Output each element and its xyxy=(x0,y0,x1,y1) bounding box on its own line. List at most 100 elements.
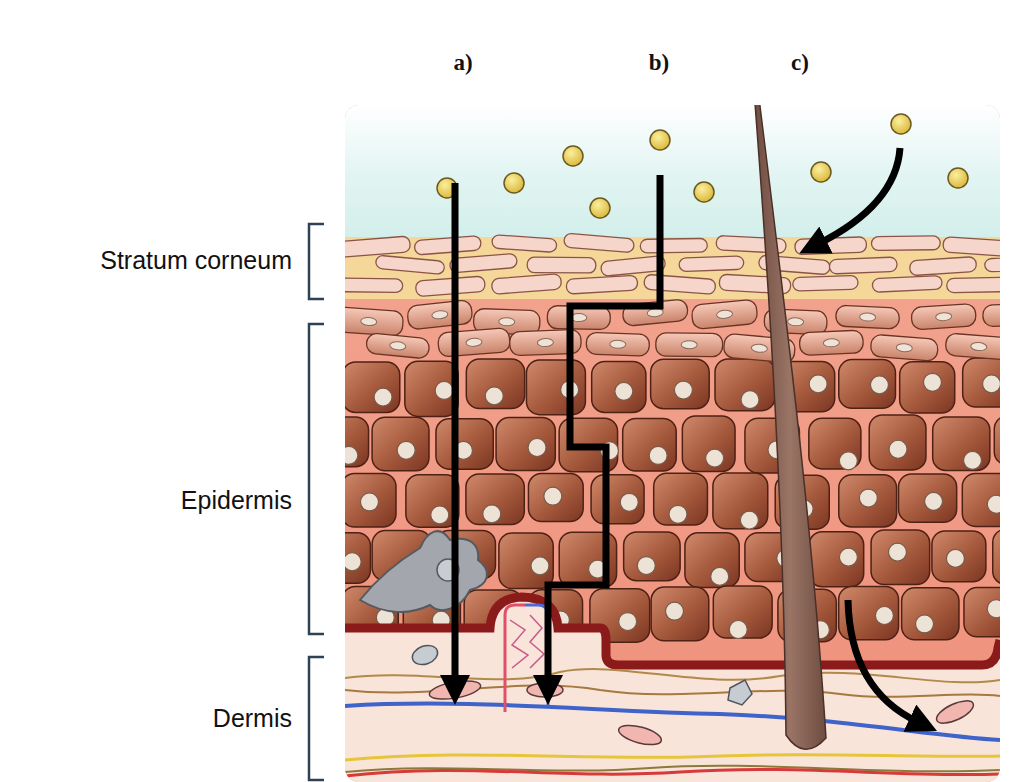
granular-cell xyxy=(911,303,977,330)
particle xyxy=(694,182,714,202)
keratinocyte xyxy=(436,419,493,469)
layer-brackets xyxy=(309,224,324,780)
cell-body xyxy=(963,358,1000,407)
keratinocyte xyxy=(654,473,708,525)
corneocyte xyxy=(415,276,485,297)
cell-nucleus xyxy=(741,391,759,409)
keratinocyte xyxy=(623,418,677,471)
keratinocyte xyxy=(528,474,583,522)
keratinocyte xyxy=(345,417,369,467)
cell-body xyxy=(933,417,990,470)
particle xyxy=(563,146,583,166)
layer-label: Stratum corneum xyxy=(2,246,292,275)
corneocyte xyxy=(644,274,716,294)
cell-body xyxy=(685,533,739,588)
cell-body xyxy=(372,417,429,471)
corneocyte xyxy=(679,256,744,272)
cell-body xyxy=(994,416,1000,465)
layer-bracket xyxy=(309,657,324,780)
cell-nucleus xyxy=(889,440,907,458)
cell-nucleus xyxy=(711,567,729,585)
cell-body xyxy=(835,305,899,329)
layer-label: Epidermis xyxy=(2,486,292,515)
cell-nucleus xyxy=(839,548,857,566)
keratinocyte xyxy=(526,360,585,415)
keratinocyte xyxy=(624,532,680,581)
cell-nucleus xyxy=(485,387,503,405)
cell-nucleus xyxy=(946,549,964,567)
keratinocyte xyxy=(682,416,735,471)
cell-body xyxy=(839,360,896,409)
corneocyte xyxy=(345,236,411,257)
keratinocyte-cells xyxy=(345,358,1000,642)
keratinocyte xyxy=(932,531,986,582)
keratinocyte xyxy=(345,474,396,527)
granular-cell xyxy=(799,330,863,356)
corneocyte xyxy=(793,275,859,291)
keratinocyte xyxy=(685,533,739,588)
cell-nucleus xyxy=(970,342,987,351)
layer-label: Dermis xyxy=(2,704,292,733)
cell-nucleus xyxy=(619,613,637,631)
langerhans-cell xyxy=(360,531,487,612)
cell-nucleus xyxy=(888,543,906,561)
corneocyte xyxy=(345,278,403,292)
keratinocyte xyxy=(345,533,370,584)
penetration-arrows xyxy=(455,148,918,722)
keratinocyte xyxy=(406,475,459,527)
particle xyxy=(948,168,968,188)
corneocyte xyxy=(829,257,897,274)
corneocyte xyxy=(375,255,445,274)
cell-body xyxy=(809,532,864,587)
cell-body xyxy=(691,299,758,329)
cell-nucleus xyxy=(716,310,733,320)
cell-nucleus xyxy=(610,340,626,349)
immune-cell xyxy=(410,642,441,668)
cell-nucleus xyxy=(674,381,692,399)
granular-cell xyxy=(691,299,758,329)
cell-body xyxy=(623,418,677,471)
cell-nucleus xyxy=(537,338,553,347)
cell-body xyxy=(964,588,1000,637)
cell-body xyxy=(870,334,938,361)
keratinocyte xyxy=(964,588,1000,637)
cell-nucleus xyxy=(397,441,415,459)
cell-nucleus xyxy=(360,493,378,511)
cell-nucleus xyxy=(729,621,747,639)
cell-nucleus xyxy=(345,553,361,571)
cell-body xyxy=(869,415,926,470)
cell-nucleus xyxy=(787,317,803,326)
cell-nucleus xyxy=(345,446,358,464)
cell-body xyxy=(682,416,735,471)
fibroblast xyxy=(617,722,664,749)
keratinocyte xyxy=(499,533,553,589)
cell-body xyxy=(528,474,583,522)
cell-body xyxy=(911,303,977,330)
cell-body xyxy=(651,587,709,641)
epidermis-background xyxy=(345,105,1000,782)
cell-nucleus xyxy=(435,381,453,399)
cell-nucleus xyxy=(751,344,768,353)
cell-nucleus xyxy=(466,338,483,347)
cell-body xyxy=(902,588,959,640)
cell-nucleus xyxy=(987,495,1000,513)
cell-nucleus xyxy=(706,449,724,467)
keratinocyte xyxy=(839,360,896,409)
path-label: a) xyxy=(438,50,488,76)
keratinocyte xyxy=(933,417,990,470)
skin-section xyxy=(345,105,1000,782)
collagen-fiber xyxy=(345,669,1000,682)
cell-nucleus xyxy=(528,438,546,456)
keratinocyte xyxy=(591,475,644,524)
capillary-arterial xyxy=(505,605,525,712)
cell-body xyxy=(436,419,493,469)
arterial-vessel xyxy=(345,769,1000,776)
corneocyte xyxy=(492,235,557,253)
corneocyte-cells xyxy=(345,233,1000,296)
fibroblast xyxy=(933,696,976,727)
granular-cell xyxy=(835,305,899,329)
cell-nucleus xyxy=(964,451,982,469)
keratinocyte xyxy=(869,415,926,470)
granular-cell xyxy=(366,333,430,359)
keratinocyte xyxy=(466,359,524,409)
